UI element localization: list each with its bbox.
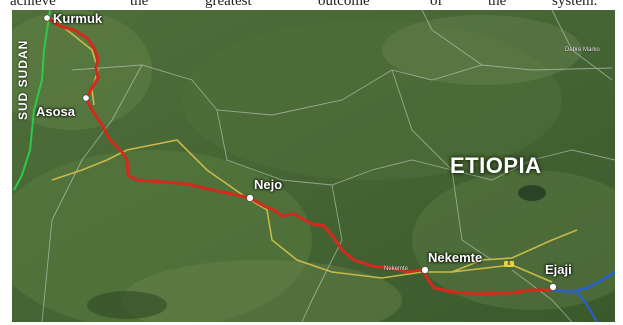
text-word: outcome <box>318 0 370 9</box>
terrain-patch <box>12 150 312 322</box>
city-label-nejo: Nejo <box>254 177 283 192</box>
city-marker-asosa <box>82 94 90 102</box>
document-text-line: achieve the greatest outcome of the syst… <box>0 0 623 12</box>
city-label-asosa: Asosa <box>36 104 76 119</box>
small-label-debre-marko: Debre Marko <box>565 47 600 53</box>
terrain-patch <box>182 20 562 180</box>
city-markers <box>43 14 557 291</box>
text-word: greatest <box>205 0 252 9</box>
map-image: Kurmuk Asosa Nejo Nekemte Ejaji ETIOPIA … <box>12 10 615 322</box>
city-label-kurmuk: Kurmuk <box>53 11 103 26</box>
text-word: of <box>430 0 443 9</box>
dark-forest <box>87 291 167 319</box>
sudan-border <box>13 10 51 191</box>
admin-boundaries <box>41 10 615 322</box>
terrain-patch <box>122 260 402 322</box>
country-label-ethiopia: ETIOPIA <box>450 153 542 178</box>
map-canvas <box>12 10 615 322</box>
river <box>549 270 615 294</box>
terrain-patch <box>12 10 152 130</box>
text-word: the <box>488 0 507 9</box>
terrain-patch <box>382 15 582 85</box>
city-marker-nejo <box>246 194 254 202</box>
text-word: the <box>130 0 149 9</box>
city-label-nekemte: Nekemte <box>428 250 483 265</box>
city-marker-nekemte <box>421 266 429 274</box>
city-marker-ejaji <box>549 283 557 291</box>
terrain-patch <box>412 170 615 310</box>
country-label-south-sudan: SUD SUDAN <box>16 39 30 120</box>
river <box>576 291 598 322</box>
city-marker-kurmuk <box>43 14 51 22</box>
city-label-ejaji: Ejaji <box>545 262 572 277</box>
text-word: system. <box>552 0 598 9</box>
text-word: achieve <box>10 0 56 9</box>
road-shield: 6 <box>504 261 514 267</box>
small-label-nekemte: Nekemte <box>384 266 409 272</box>
lake <box>518 185 546 201</box>
